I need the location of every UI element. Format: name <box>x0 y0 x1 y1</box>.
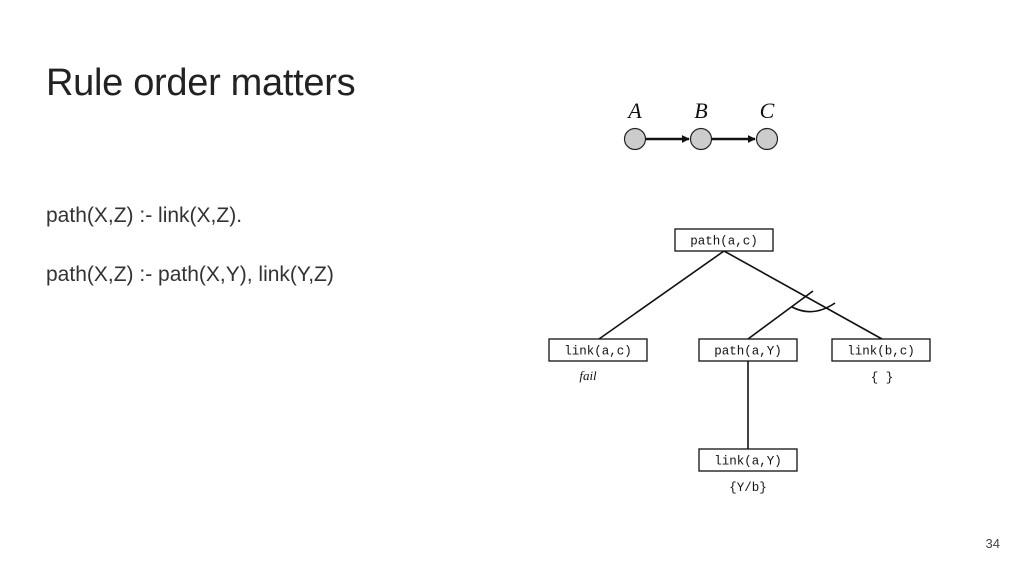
tree-node-link-bc: link(b,c) <box>847 345 915 359</box>
tree-node-link-ay-box <box>698 448 798 472</box>
tree-node-link-ac-box <box>548 338 648 362</box>
rule-base-case: path(X,Z) :- link(X,Z). <box>46 204 243 227</box>
node-label-a: A <box>626 98 642 123</box>
tree-edge-branch-path-ay <box>747 290 814 340</box>
tree-node-path-ay-box <box>698 338 798 362</box>
tree-node-link-bc-box <box>831 338 931 362</box>
page-number: 34 <box>985 536 1000 551</box>
proof-tree: path(a,c) link(a,c) path(a,Y) link(b,c) … <box>548 228 931 495</box>
tree-edge-root-link-bc <box>723 250 883 340</box>
tree-node-link-ay: link(a,Y) <box>714 455 782 469</box>
annotation-empty-substitution: { } <box>871 371 894 385</box>
node-graph: A B C <box>623 98 779 151</box>
tree-node-root-box <box>674 228 774 252</box>
node-label-b: B <box>694 98 707 123</box>
node-label-c: C <box>760 98 775 123</box>
rule-recursive-case: path(X,Z) :- path(X,Y), link(Y,Z) <box>46 263 334 286</box>
conjunction-arc <box>791 302 836 313</box>
tree-edge-root-link-ac <box>598 250 725 340</box>
slide-title: Rule order matters <box>46 62 356 104</box>
annotation-fail: fail <box>579 368 597 383</box>
annotation-substitution-y-b: {Y/b} <box>729 481 767 495</box>
node-a <box>623 127 647 151</box>
node-c <box>755 127 779 151</box>
node-b <box>689 127 713 151</box>
tree-node-root: path(a,c) <box>690 235 758 249</box>
tree-node-link-ac: link(a,c) <box>564 345 632 359</box>
tree-node-path-ay: path(a,Y) <box>714 345 782 359</box>
